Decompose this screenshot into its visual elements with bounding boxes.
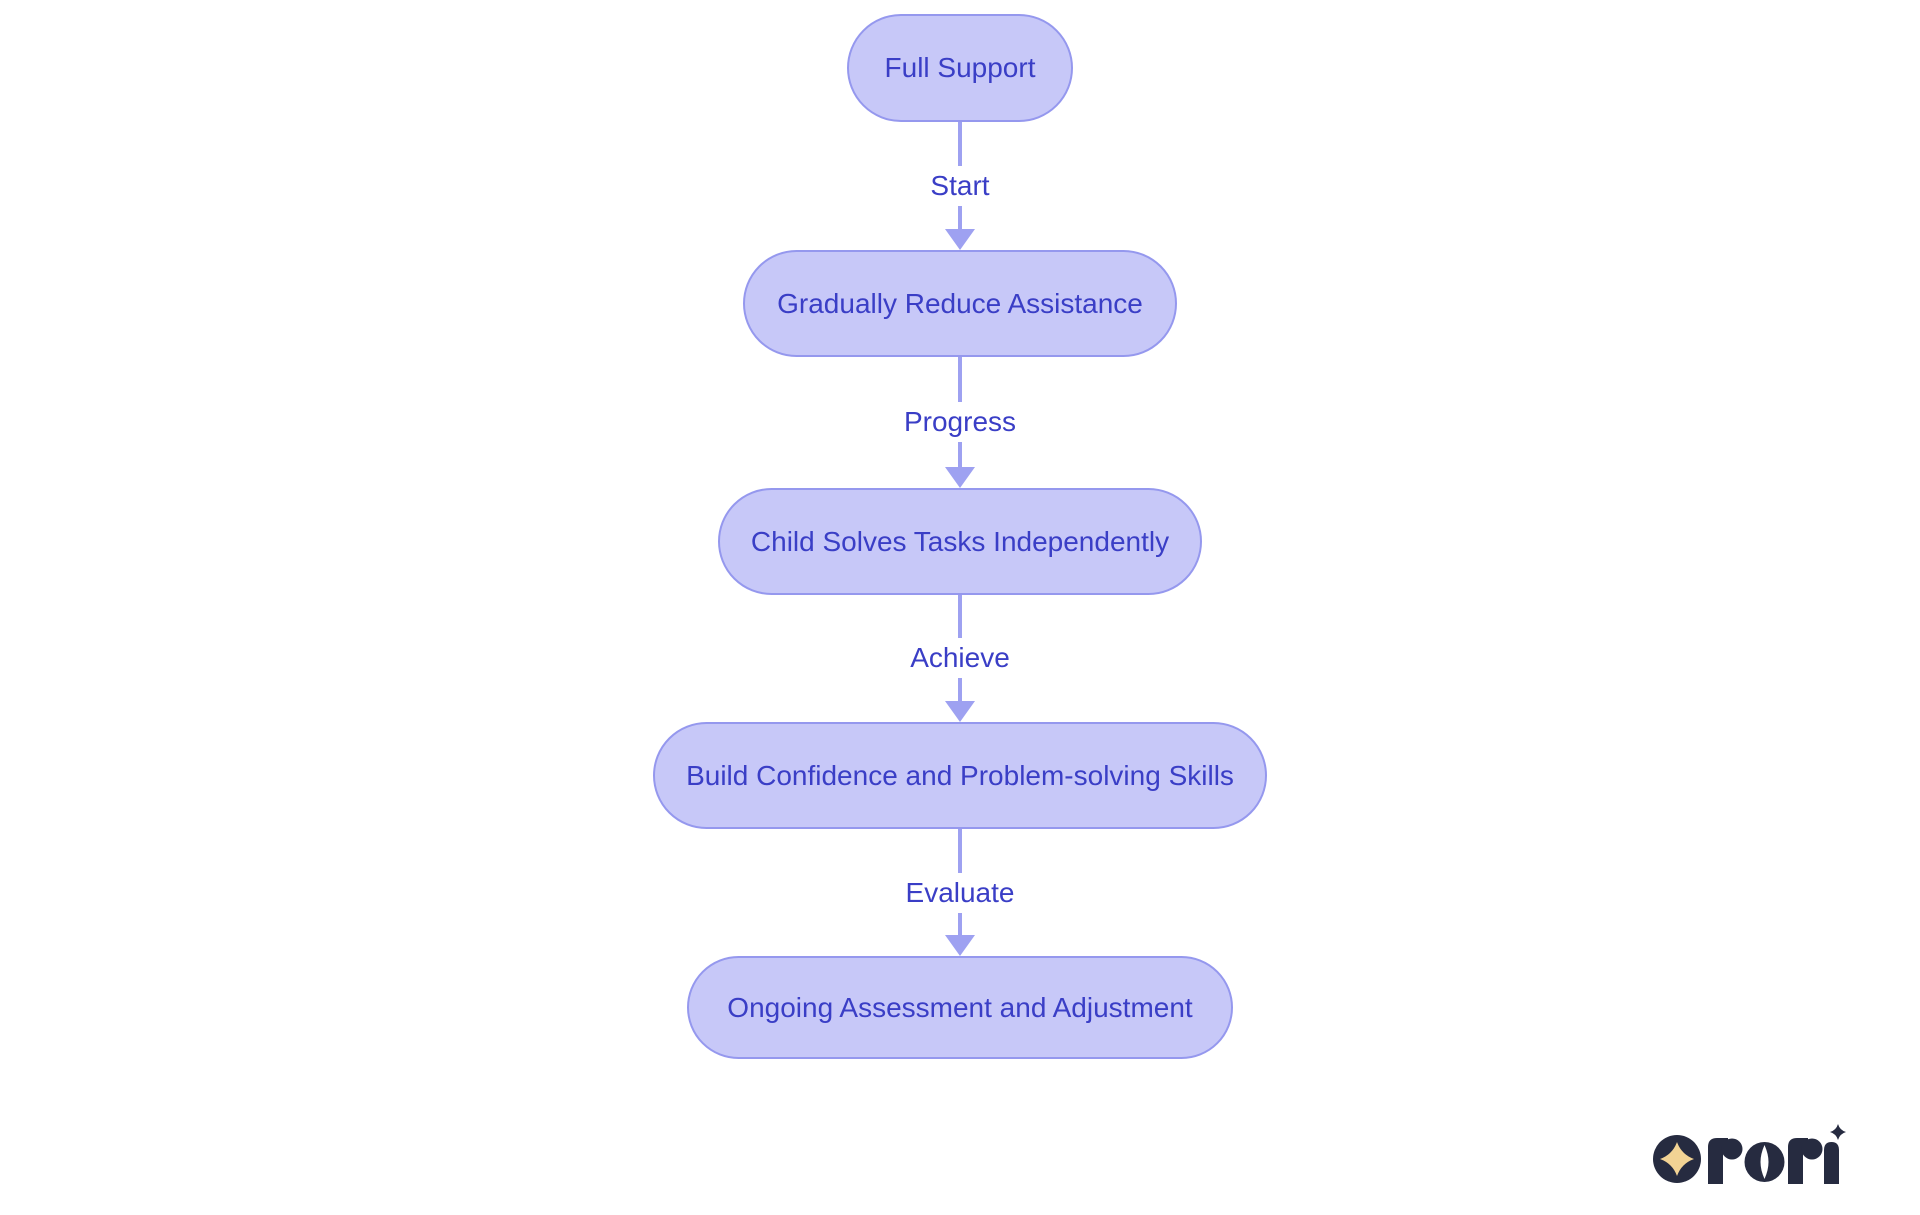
flow-node-label: Build Confidence and Problem-solving Ski… (686, 759, 1234, 791)
arrowhead-down-icon (945, 229, 975, 250)
flow-node-label: Child Solves Tasks Independently (750, 525, 1170, 557)
flow-node-label: Gradually Reduce Assistance (777, 287, 1143, 319)
edge-label-progress: Progress (893, 402, 1027, 442)
logo-letter-r (1788, 1138, 1823, 1184)
flow-node-build-confidence: Build Confidence and Problem-solving Ski… (653, 722, 1267, 829)
arrowhead-down-icon (945, 935, 975, 956)
flow-node-label: Full Support (884, 52, 1036, 83)
flow-node-child-solves-tasks: Child Solves Tasks Independently (718, 488, 1202, 595)
edge-label-evaluate: Evaluate (895, 873, 1025, 913)
arrowhead-down-icon (945, 467, 975, 488)
arrowhead-down-icon (945, 701, 975, 722)
flow-node-ongoing-assessment: Ongoing Assessment and Adjustment (687, 956, 1233, 1059)
four-point-star-in-circle-icon (1653, 1135, 1701, 1183)
flow-node-full-support: Full Support (847, 14, 1073, 122)
logo-letter-r (1708, 1138, 1743, 1184)
flow-node-label: Ongoing Assessment and Adjustment (727, 991, 1193, 1023)
edge-label-achieve: Achieve (900, 638, 1020, 678)
flow-node-gradually-reduce-assistance: Gradually Reduce Assistance (743, 250, 1177, 357)
rori-logo (1653, 1124, 1846, 1184)
edge-label-start: Start (920, 166, 1000, 206)
logo-letter-i (1824, 1124, 1846, 1184)
logo-letter-o (1744, 1142, 1785, 1182)
